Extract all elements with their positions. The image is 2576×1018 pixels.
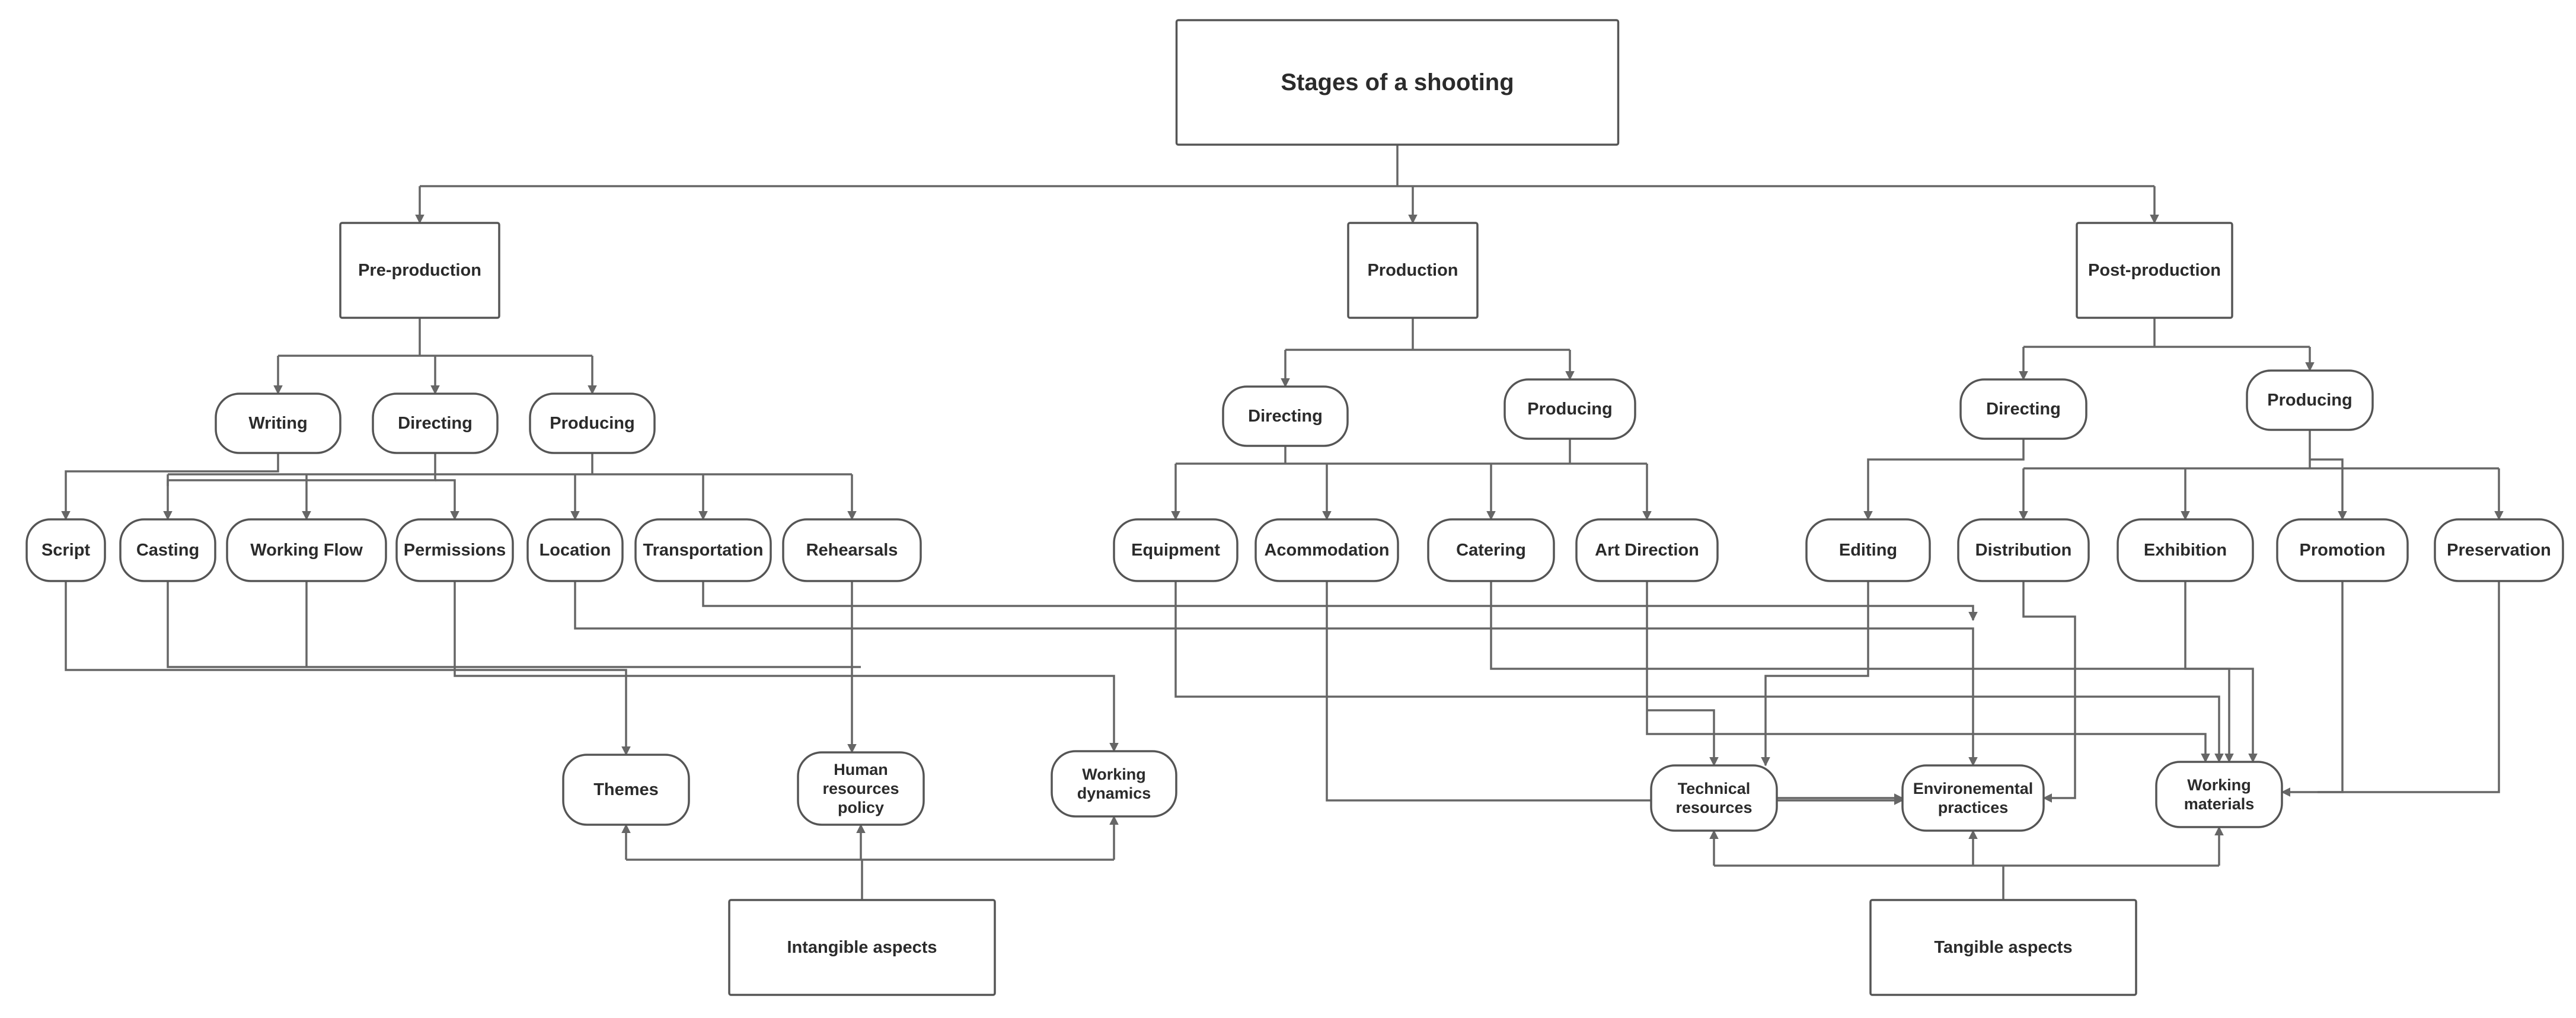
connector-line-43	[65, 581, 631, 756]
connector-line-53	[1646, 581, 2210, 763]
task-transportation: Transportation	[634, 518, 772, 582]
connector-line-19	[61, 453, 279, 521]
task-editing-label: Editing	[1839, 541, 1897, 560]
stage-production: Production	[1347, 222, 1479, 319]
task-transportation-label: Transportation	[643, 541, 763, 560]
stage-post-production: Post-production	[2076, 222, 2233, 319]
title-box: Stages of a shooting	[1175, 19, 1620, 146]
task-catering-label: Catering	[1456, 541, 1526, 560]
task-rehearsals: Rehearsals	[782, 518, 922, 582]
aspect-themes: Themes	[562, 754, 690, 826]
role-post-directing: Directing	[1959, 378, 2087, 440]
task-permissions: Permissions	[395, 518, 514, 582]
connector-line-60	[2318, 581, 2500, 793]
task-working-flow: Working Flow	[226, 518, 387, 582]
task-catering: Catering	[1427, 518, 1555, 582]
category-intangible-aspects: Intangible aspects	[728, 899, 996, 996]
aspect-themes-label: Themes	[593, 780, 659, 799]
aspect-human-resources-policy-label-line-1: Human	[834, 761, 888, 778]
task-location-label: Location	[540, 541, 611, 560]
task-casting-label: Casting	[136, 541, 199, 560]
connector-line-44	[167, 581, 861, 668]
aspect-environmental-practices: Environemental practices	[1901, 764, 2045, 832]
aspect-technical-resources-label-line-1: Technical	[1678, 780, 1751, 797]
task-exhibition-label: Exhibition	[2144, 541, 2227, 560]
connector-line-48	[574, 581, 1978, 767]
role-production-directing-label: Directing	[1248, 407, 1323, 426]
task-distribution-label: Distribution	[1975, 541, 2072, 560]
task-acommodation: Acommodation	[1255, 518, 1399, 582]
task-location: Location	[526, 518, 624, 582]
aspect-human-resources-policy-label-line-2: resources	[822, 780, 899, 797]
task-distribution: Distribution	[1957, 518, 2090, 582]
aspect-working-dynamics-label-line-2: dynamics	[1077, 784, 1151, 802]
task-promotion: Promotion	[2276, 518, 2409, 582]
task-rehearsals-label: Rehearsals	[806, 541, 898, 560]
task-casting: Casting	[119, 518, 216, 582]
connector-line-49	[702, 581, 1978, 621]
stage-pre-production: Pre-production	[339, 222, 500, 319]
aspect-environmental-practices-label-line-1: Environemental	[1913, 780, 2034, 797]
connector-line-46	[454, 581, 1119, 752]
category-tangible-aspects: Tangible aspects	[1869, 899, 2137, 996]
task-equipment: Equipment	[1113, 518, 1238, 582]
role-production-directing: Directing	[1222, 385, 1349, 447]
aspect-working-materials-label-line-2: materials	[2184, 795, 2255, 813]
role-pre-writing: Writing	[215, 392, 341, 454]
role-pre-directing: Directing	[372, 392, 499, 454]
connector-line-36	[1863, 439, 2025, 521]
aspect-working-materials-label-line-1: Working	[2187, 776, 2251, 794]
stage-post-production-label: Post-production	[2088, 261, 2221, 280]
task-exhibition: Exhibition	[2117, 518, 2254, 582]
aspect-technical-resources: Technical resources	[1650, 764, 1778, 832]
role-post-producing-label: Producing	[2267, 391, 2352, 410]
connector-line-42	[2310, 458, 2347, 521]
category-tangible-aspects-label: Tangible aspects	[1934, 938, 2072, 957]
role-production-producing-label: Producing	[1527, 400, 1612, 419]
connector-line-58	[2184, 581, 2234, 763]
connector-line-50	[1174, 581, 2224, 763]
task-script-label: Script	[42, 541, 91, 560]
task-acommodation-label: Acommodation	[1264, 541, 1389, 560]
connector-line-20	[163, 453, 436, 521]
aspect-working-dynamics-label-line-1: Working	[1082, 765, 1146, 783]
title-box-label: Stages of a shooting	[1281, 69, 1514, 95]
task-script: Script	[25, 518, 106, 582]
role-pre-producing-label: Producing	[550, 414, 634, 433]
task-equipment-label: Equipment	[1131, 541, 1220, 560]
task-promotion-label: Promotion	[2300, 541, 2386, 560]
role-post-directing-label: Directing	[1986, 400, 2061, 419]
stage-production-label: Production	[1367, 261, 1458, 280]
task-editing: Editing	[1805, 518, 1931, 582]
role-pre-directing-label: Directing	[398, 414, 473, 433]
connector-line-55	[1761, 581, 1869, 767]
task-art-direction-label: Art Direction	[1595, 541, 1699, 560]
role-pre-writing-label: Writing	[248, 414, 307, 433]
role-post-producing: Producing	[2246, 369, 2374, 431]
aspect-human-resources-policy: Human resources policy	[797, 751, 925, 826]
aspect-environmental-practices-label-line-2: practices	[1938, 799, 2009, 816]
connector-line-57	[2022, 581, 2076, 803]
connector-line-21	[435, 479, 459, 521]
task-working-flow-label: Working Flow	[250, 541, 363, 560]
task-preservation: Preservation	[2434, 518, 2564, 582]
connector-line-52	[1490, 581, 2258, 763]
aspect-human-resources-policy-label-line-3: policy	[838, 799, 884, 816]
task-permissions-label: Permissions	[404, 541, 506, 560]
connector-line-59	[2281, 581, 2344, 797]
role-pre-producing: Producing	[529, 392, 656, 454]
task-preservation-label: Preservation	[2447, 541, 2551, 560]
aspect-technical-resources-label-line-2: resources	[1675, 799, 1752, 816]
connector-lines	[61, 145, 2504, 900]
stage-pre-production-label: Pre-production	[358, 261, 481, 280]
category-intangible-aspects-label: Intangible aspects	[787, 938, 937, 957]
role-production-producing: Producing	[1504, 378, 1636, 440]
task-art-direction: Art Direction	[1575, 518, 1719, 582]
connector-line-51	[1326, 581, 1904, 805]
connector-line-54	[1647, 709, 1719, 767]
